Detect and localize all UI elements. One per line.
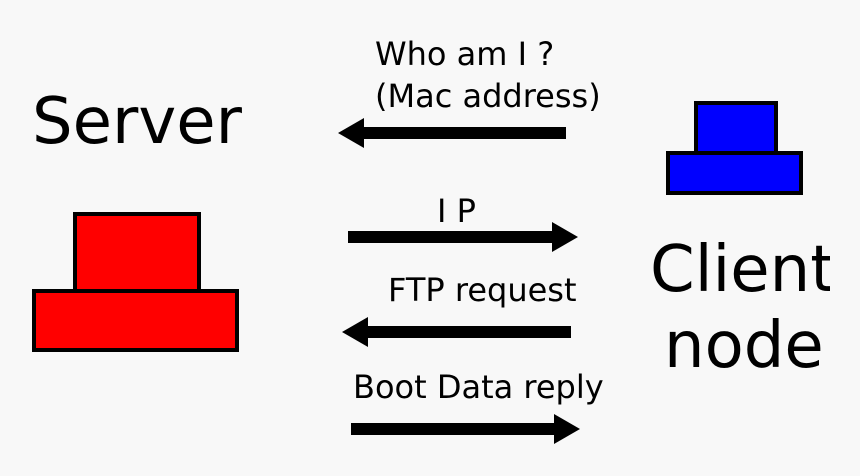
message-whoami-label: Who am I ? [375, 35, 555, 73]
message-boot-data-reply-label: Boot Data reply [353, 368, 604, 406]
arrow-ftp-request [342, 317, 571, 347]
client-label-line1: Client [650, 238, 830, 302]
server-icon [32, 212, 239, 352]
server-icon-top-block [73, 212, 201, 295]
server-icon-base-block [32, 289, 239, 352]
client-icon-top-block [694, 101, 778, 157]
arrow-boot-data-reply [351, 414, 580, 444]
arrow-whoami [338, 118, 566, 148]
client-label-line2: node [664, 309, 824, 383]
client-node-icon [666, 101, 803, 195]
message-ip-label: I P [437, 192, 476, 230]
message-whoami-sublabel: (Mac address) [375, 77, 601, 115]
server-label: Server [32, 85, 242, 159]
message-ftp-request-label: FTP request [388, 271, 577, 309]
client-icon-base-block [666, 151, 803, 195]
arrow-ip [348, 222, 578, 252]
